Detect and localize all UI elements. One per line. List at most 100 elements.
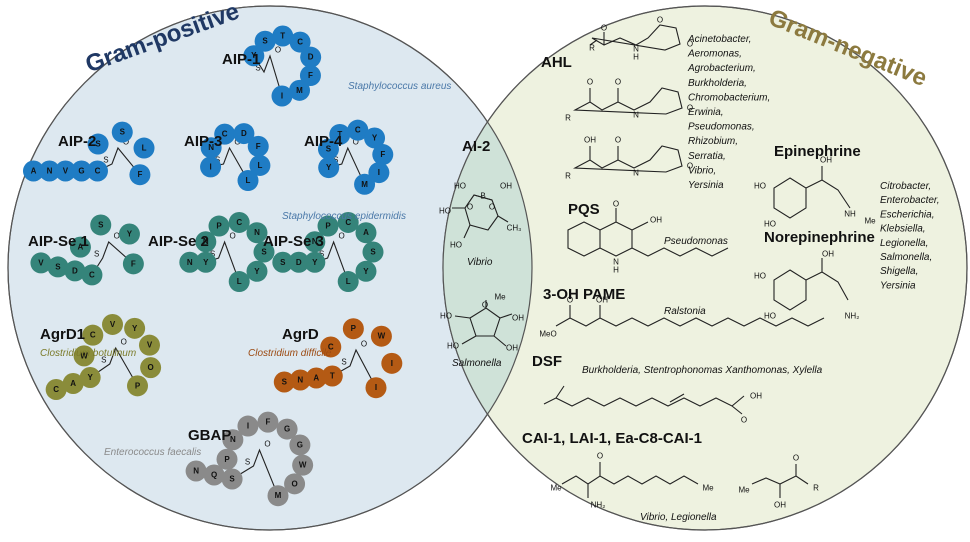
amino-acid-letter: G xyxy=(284,425,290,434)
svg-text:N: N xyxy=(633,169,639,178)
amino-acid-bead xyxy=(228,211,250,233)
amino-acid-bead xyxy=(317,138,339,160)
amino-acid-bead xyxy=(216,448,238,470)
organism-list-item: Vibrio, xyxy=(688,165,716,176)
amino-acid-letter: D xyxy=(72,266,78,275)
svg-text:OH: OH xyxy=(500,182,512,191)
amino-acid-bead xyxy=(284,473,306,495)
svg-text:NH₂: NH₂ xyxy=(845,312,860,321)
sulfur-atom: S xyxy=(210,250,215,259)
amino-acid-letter: N xyxy=(47,167,53,176)
ahl-label: AHL xyxy=(541,54,572,71)
organism-list-item: Chromobacterium, xyxy=(688,92,770,103)
aip-1-label: AIP-1 xyxy=(222,51,260,68)
amino-acid-bead xyxy=(208,215,230,237)
amino-acid-bead xyxy=(127,375,149,397)
ai-2-borate-structure: B HO OH O O HO CH₃ HO xyxy=(439,182,521,250)
pqs-organism: Pseudomonas xyxy=(664,236,728,247)
svg-text:R: R xyxy=(813,484,819,493)
svg-text:Me: Me xyxy=(864,217,876,226)
amino-acid-letter: S xyxy=(282,378,288,387)
ahl-organism-list: Acinetobacter,Aeromonas,Agrobacterium,Bu… xyxy=(687,34,770,191)
amino-acid-letter: D xyxy=(308,53,314,62)
amino-acid-letter: L xyxy=(246,176,251,185)
amino-acid-bead xyxy=(22,160,44,182)
c-botulinum-caption: Clostridium botulinum xyxy=(40,348,136,359)
svg-text:NH₂: NH₂ xyxy=(591,501,606,510)
svg-text:O: O xyxy=(597,452,603,461)
amino-acid-letter: S xyxy=(55,262,61,271)
carbonyl-oxygen-atom: O xyxy=(123,138,129,147)
amino-acid-letter: I xyxy=(281,92,283,101)
amino-acid-bead xyxy=(289,434,311,456)
svg-text:N: N xyxy=(633,111,639,120)
carbonyl-oxygen-atom: O xyxy=(353,138,359,147)
amino-acid-bead xyxy=(45,379,67,401)
amino-acid-letter: N xyxy=(203,237,209,246)
amino-acid-letter: F xyxy=(256,142,261,151)
amino-acid-bead xyxy=(300,46,322,68)
svg-text:O: O xyxy=(687,162,693,171)
amino-acid-bead xyxy=(289,79,311,101)
norepinephrine-label: Norepinephrine xyxy=(764,229,875,246)
ai-2-salmonella-caption: Salmonella xyxy=(452,358,502,369)
amino-acid-letter: P xyxy=(351,324,357,333)
gbap-label: GBAP xyxy=(188,427,231,444)
amino-acid-bead xyxy=(246,222,268,244)
amino-acid-letter: I xyxy=(209,162,211,171)
svg-text:O: O xyxy=(793,454,799,463)
amino-acid-letter: T xyxy=(337,130,342,139)
amino-acid-bead xyxy=(221,468,243,490)
amino-acid-letter: S xyxy=(326,145,332,154)
svg-text:O: O xyxy=(741,416,747,425)
amino-acid-letter: V xyxy=(38,258,44,267)
amino-acid-bead xyxy=(317,215,339,237)
aip-3-label: AIP-3 xyxy=(184,133,222,150)
sulfur-atom: S xyxy=(101,356,106,365)
amino-acid-bead xyxy=(133,137,155,159)
amino-acid-letter: Y xyxy=(203,258,209,267)
thioester-linkage xyxy=(231,448,279,496)
dsf-label: DSF xyxy=(532,353,562,370)
pqs-label: PQS xyxy=(568,201,600,218)
organism-list-item: Legionella, xyxy=(880,238,928,249)
aip-4-peptide: OSYSTCYFIM xyxy=(317,119,394,195)
svg-text:H: H xyxy=(633,53,639,62)
e-faecalis-caption: Enterococcus faecalis xyxy=(104,447,201,458)
sulfur-atom: S xyxy=(341,358,346,367)
amino-acid-bead xyxy=(203,464,225,486)
amino-acid-letter: W xyxy=(299,461,307,470)
cai-label: CAI-1, LAI-1, Ea-C8-CAI-1 xyxy=(522,430,702,447)
svg-text:OH: OH xyxy=(820,156,832,165)
amino-acid-bead xyxy=(124,317,146,339)
amino-acid-letter: S xyxy=(262,37,268,46)
carbonyl-oxygen-atom: O xyxy=(275,46,281,55)
amino-acid-letter: F xyxy=(137,170,142,179)
svg-text:O: O xyxy=(687,104,693,113)
amino-acid-letter: T xyxy=(280,32,285,41)
aip-4-label: AIP-4 xyxy=(304,133,343,150)
amino-acid-bead xyxy=(79,367,101,389)
amino-acid-letter: C xyxy=(90,331,96,340)
amino-acid-letter: S xyxy=(98,220,104,229)
svg-text:Me: Me xyxy=(738,486,750,495)
amino-acid-bead xyxy=(247,135,269,157)
svg-text:O: O xyxy=(467,203,473,212)
svg-text:N: N xyxy=(613,258,619,267)
amino-acid-letter: P xyxy=(325,222,331,231)
aip-se-2-label: AIP-Se 2 xyxy=(148,233,209,250)
amino-acid-bead xyxy=(102,313,124,335)
organism-list-item: Rhizobium, xyxy=(688,136,738,147)
amino-acid-bead xyxy=(111,121,133,143)
epinephrine-structure: HO HO OH NH Me xyxy=(754,156,876,229)
amino-acid-bead xyxy=(271,85,293,107)
amino-acid-letter: M xyxy=(361,180,368,189)
amino-acid-letter: C xyxy=(297,38,303,47)
organism-list-item: Aeromonas, xyxy=(687,49,742,60)
amino-acid-letter: Y xyxy=(312,258,318,267)
